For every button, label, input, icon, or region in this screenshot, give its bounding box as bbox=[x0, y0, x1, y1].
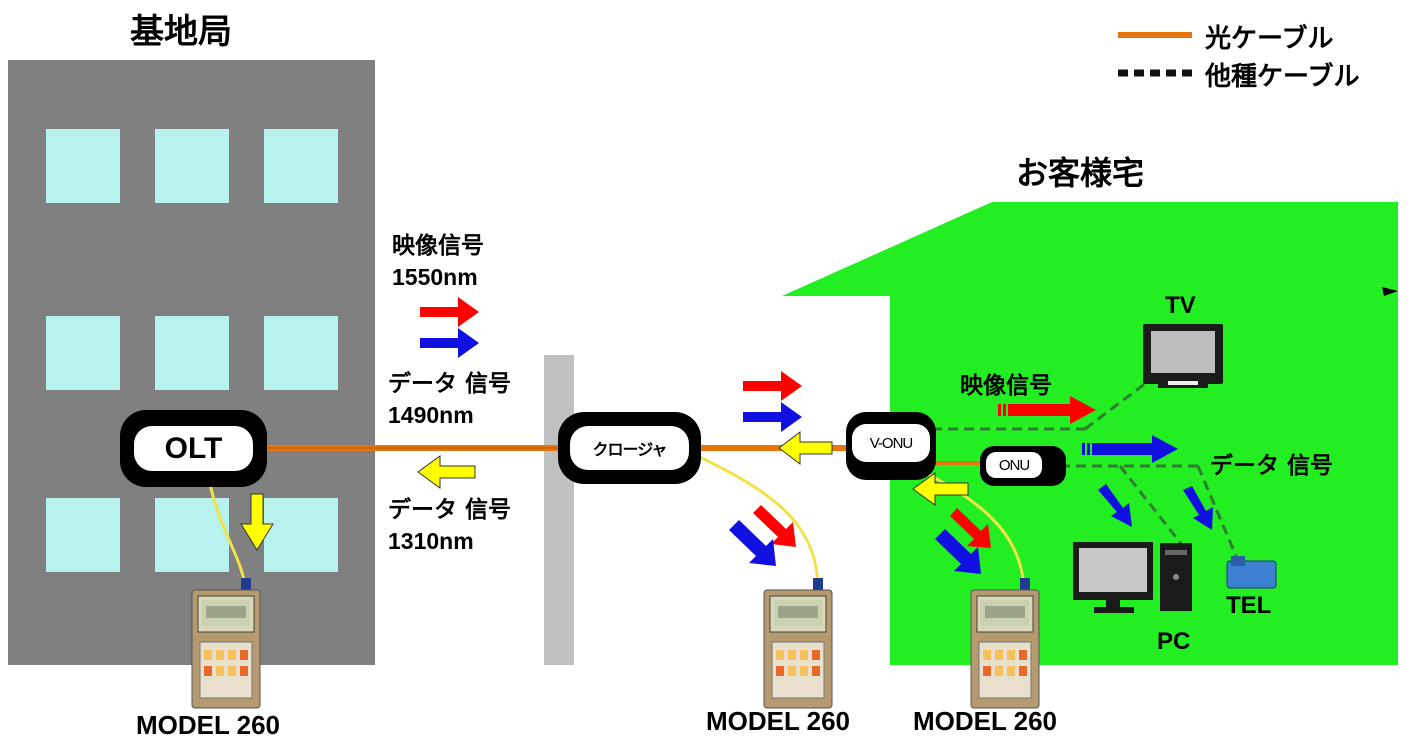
optical-power-meter-middle bbox=[763, 578, 833, 709]
optical-power-meter-left bbox=[191, 578, 261, 709]
building-window bbox=[46, 498, 120, 572]
data-up-signal-label: データ 信号 bbox=[388, 497, 512, 523]
building-window bbox=[46, 129, 120, 203]
home-data-signal-label: データ 信号 bbox=[1210, 453, 1334, 479]
home-title: お客様宅 bbox=[1016, 154, 1145, 192]
building-window bbox=[155, 129, 229, 203]
legend bbox=[1118, 32, 1192, 77]
onu-box: ONU bbox=[980, 446, 1066, 486]
tv-set bbox=[1143, 324, 1223, 388]
building-window bbox=[155, 316, 229, 390]
v-onu-box: V-ONU bbox=[846, 412, 936, 480]
meter-left-label: MODEL 260 bbox=[136, 710, 281, 740]
data-down-signal-label: データ 信号 bbox=[388, 371, 512, 397]
v-onu-label: V-ONU bbox=[852, 424, 930, 462]
olt-label: OLT bbox=[134, 426, 253, 471]
measurement-arrows bbox=[729, 505, 991, 574]
video-signal-label: 映像信号 bbox=[392, 233, 484, 259]
closure-label: クロージャ bbox=[570, 426, 689, 470]
tv-label: TV bbox=[1165, 292, 1196, 319]
legend-other-label: 他種ケーブル bbox=[1205, 62, 1360, 92]
pc-label: PC bbox=[1157, 628, 1191, 655]
pc bbox=[1073, 542, 1192, 613]
optical-power-meter-right bbox=[970, 578, 1040, 709]
downstream-arrows-station bbox=[420, 297, 479, 358]
home-video-signal-label: 映像信号 bbox=[960, 373, 1052, 399]
telephone bbox=[1226, 556, 1277, 589]
base-station-building bbox=[8, 60, 375, 665]
data-down-wavelength-label: 1490nm bbox=[388, 402, 474, 428]
upstream-arrows bbox=[240, 430, 969, 551]
station-title: 基地局 bbox=[130, 12, 232, 52]
building-window bbox=[264, 316, 338, 390]
other-cables bbox=[932, 378, 1238, 557]
home-signal-arrows bbox=[998, 396, 1213, 530]
tel-label: TEL bbox=[1226, 592, 1272, 619]
meter-middle-label: MODEL 260 bbox=[706, 706, 851, 736]
building-window bbox=[264, 129, 338, 203]
utility-pole bbox=[544, 355, 574, 665]
building-window bbox=[264, 498, 338, 572]
downstream-arrows-closure bbox=[743, 371, 802, 432]
meter-right-label: MODEL 260 bbox=[913, 706, 1058, 736]
legend-optical-label: 光ケーブル bbox=[1205, 24, 1334, 54]
onu-label: ONU bbox=[986, 452, 1042, 478]
video-wavelength-label: 1550nm bbox=[392, 264, 478, 290]
olt-box: OLT bbox=[120, 410, 267, 487]
building-window bbox=[46, 316, 120, 390]
closure-box: クロージャ bbox=[558, 412, 701, 484]
data-up-wavelength-label: 1310nm bbox=[388, 528, 474, 554]
